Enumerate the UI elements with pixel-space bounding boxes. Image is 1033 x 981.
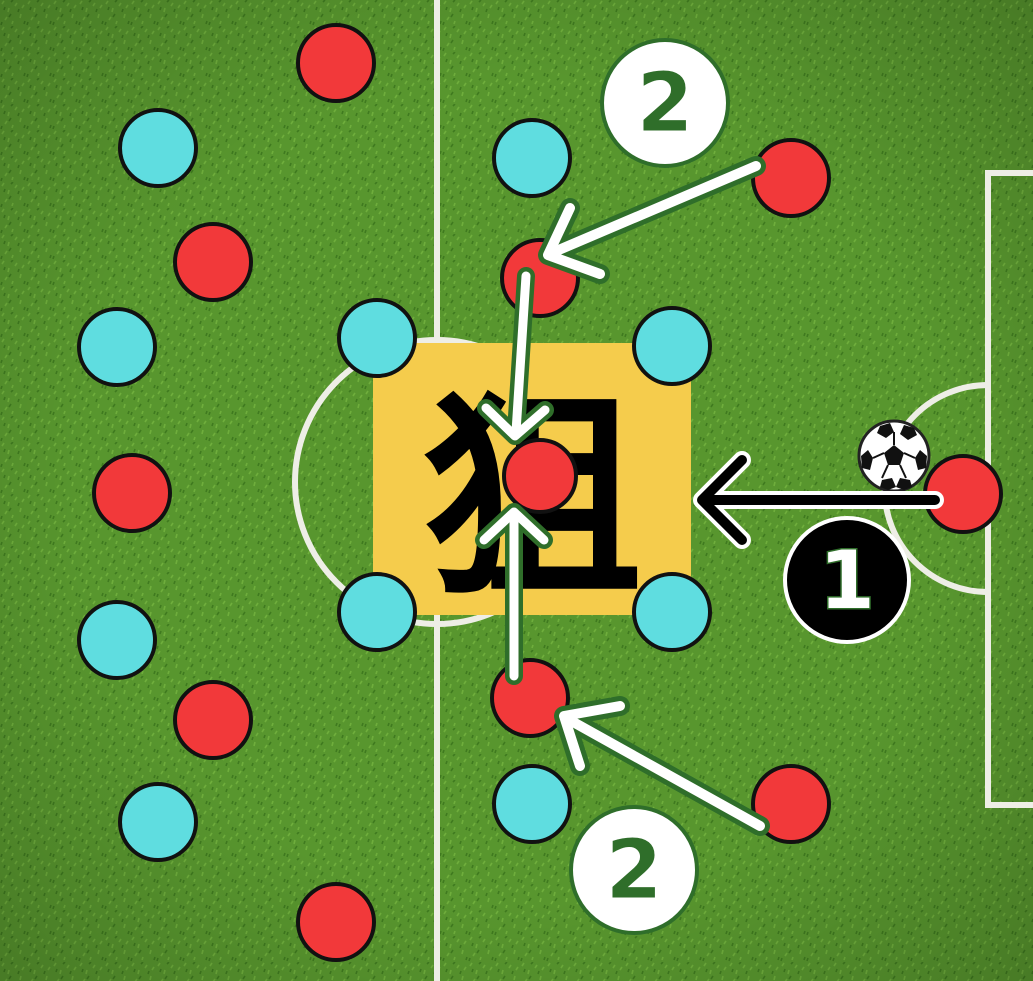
player-cyan[interactable] — [118, 782, 198, 862]
player-cyan[interactable] — [77, 600, 157, 680]
step-badge-bottom: 2 — [569, 805, 699, 935]
soccer-ball-icon — [857, 419, 931, 493]
player-red[interactable] — [296, 882, 376, 962]
player-red[interactable] — [173, 680, 253, 760]
arrow-press-bottom — [554, 696, 770, 836]
player-cyan[interactable] — [77, 307, 157, 387]
player-cyan[interactable] — [337, 572, 417, 652]
arrow-pass-1 — [693, 451, 944, 549]
step-badge-bottom-label: 2 — [605, 823, 662, 918]
player-cyan[interactable] — [632, 306, 712, 386]
player-red[interactable] — [296, 23, 376, 103]
team-red — [92, 23, 1003, 962]
player-red[interactable] — [751, 764, 831, 844]
player-red[interactable] — [751, 138, 831, 218]
player-red-target[interactable] — [502, 438, 578, 514]
player-red[interactable] — [92, 453, 172, 533]
arrow-converge-top — [477, 267, 554, 445]
player-cyan[interactable] — [118, 108, 198, 188]
team-cyan — [77, 108, 712, 862]
step-badge-middle-label: 1 — [819, 534, 875, 627]
player-cyan[interactable] — [492, 764, 572, 844]
arrow-press-top — [538, 156, 766, 284]
player-cyan[interactable] — [632, 572, 712, 652]
step-badge-middle: 1 — [783, 516, 911, 644]
step-badge-top: 2 — [600, 38, 730, 168]
player-cyan[interactable] — [337, 298, 417, 378]
player-cyan[interactable] — [492, 118, 572, 198]
arrow-converge-bottom — [475, 503, 553, 685]
player-red[interactable] — [173, 222, 253, 302]
step-badge-top-label: 2 — [636, 56, 693, 151]
